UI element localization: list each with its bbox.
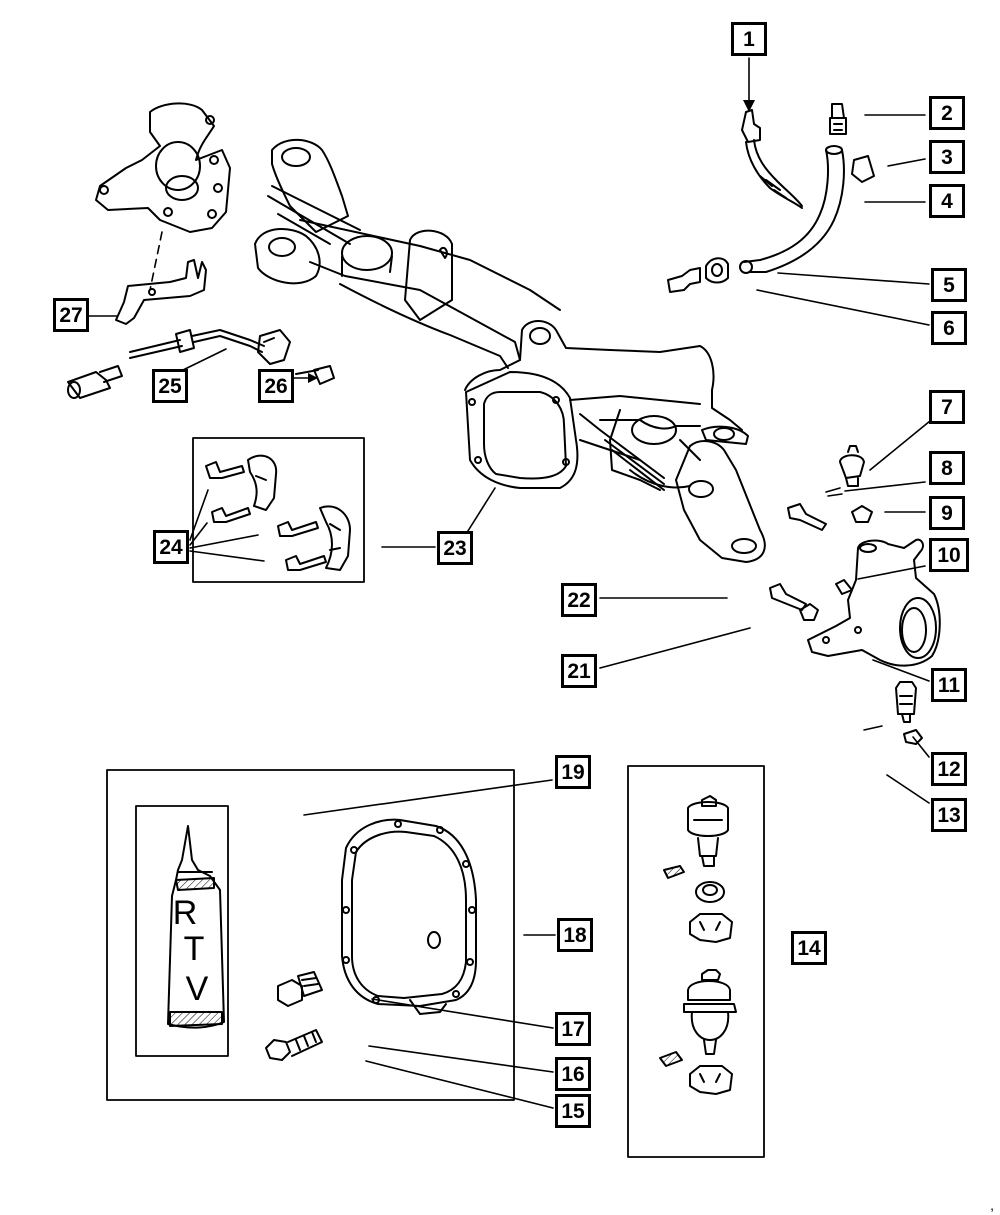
abs-sensor (67, 329, 335, 399)
callout-27: 27 (53, 298, 89, 332)
ball-joint-kit-parts (659, 795, 737, 1095)
dashed-guide (149, 231, 163, 291)
knuckle-right (769, 538, 941, 667)
callout-6: 6 (931, 311, 967, 345)
callout-10: 10 (929, 538, 969, 572)
callout-18: 18 (557, 918, 593, 952)
upper-ball-joint (787, 445, 873, 531)
ball-joint-kit-box (627, 765, 765, 1158)
callout-24: 24 (153, 530, 189, 564)
leader-lines (88, 57, 931, 1109)
brake-hose (741, 109, 803, 209)
rtv-letter-v: V (186, 970, 209, 1008)
arrowhead-26 (308, 373, 318, 383)
callout-9: 9 (929, 496, 965, 530)
callout-3: 3 (929, 140, 965, 174)
differential-cover (341, 818, 477, 1015)
bracket-kit-box (192, 437, 365, 583)
callout-12: 12 (931, 752, 967, 786)
sensor-bracket (115, 259, 207, 325)
callout-13: 13 (931, 798, 967, 832)
callout-4: 4 (929, 184, 965, 218)
callout-26: 26 (258, 369, 294, 403)
cover-kit-box (106, 769, 515, 1101)
rtv-letter-r: R (173, 894, 198, 932)
callout-7: 7 (929, 390, 965, 424)
callout-21: 21 (561, 654, 597, 688)
callout-8: 8 (929, 451, 965, 485)
callout-14: 14 (791, 931, 827, 965)
rtv-tube-box (135, 805, 229, 1057)
vent-tube-assembly (667, 103, 875, 293)
callout-1: 1 (731, 22, 767, 56)
edge-mark: , (990, 1197, 994, 1213)
callout-25: 25 (152, 369, 188, 403)
callout-2: 2 (929, 96, 965, 130)
callout-23: 23 (437, 531, 473, 565)
callout-22: 22 (561, 583, 597, 617)
callout-5: 5 (931, 268, 967, 302)
knuckle-upper-left (95, 102, 231, 233)
bracket-kit-parts (205, 454, 351, 571)
callout-16: 16 (555, 1057, 591, 1091)
rtv-tube (167, 825, 225, 1029)
fill-plug-and-bolt (265, 971, 323, 1061)
bracket-hole (148, 288, 156, 296)
arrowhead-1 (743, 100, 755, 112)
callout-11: 11 (931, 668, 967, 702)
callout-17: 17 (555, 1012, 591, 1046)
axle-housing (254, 138, 766, 563)
callout-15: 15 (555, 1094, 591, 1128)
rtv-letter-t: T (184, 930, 205, 968)
lower-ball-joint (863, 681, 923, 745)
callout-19: 19 (555, 755, 591, 789)
